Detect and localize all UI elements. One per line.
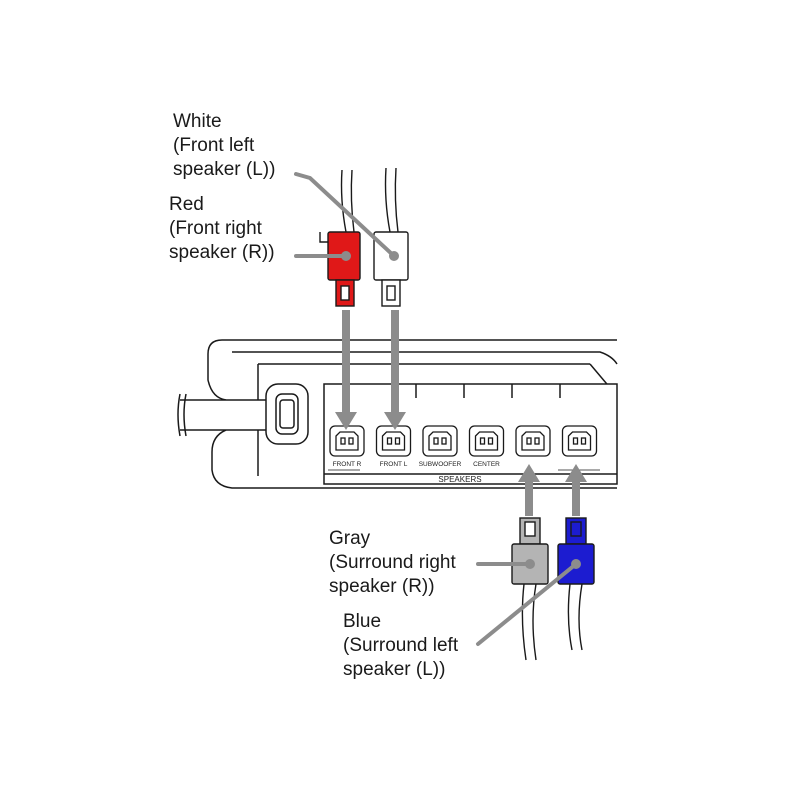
speaker-port[interactable]: [468, 425, 505, 457]
insertion-arrows: [335, 310, 587, 516]
callout-line: White: [173, 111, 222, 132]
callout-line: (Surround right: [329, 552, 456, 573]
callout-line: Red: [169, 194, 204, 215]
front-cables: [340, 167, 399, 233]
speaker-ports: FRONT R FRONT L SUBWOOFER CENTER: [329, 425, 598, 468]
callout-line: Gray: [329, 528, 371, 549]
leader-lines: [294, 172, 578, 646]
surround-cables: [521, 583, 583, 661]
port-label: FRONT R: [333, 461, 362, 468]
callout-line: Blue: [343, 611, 382, 632]
gray-plug-callout: Gray (Surround right speaker (R)): [329, 527, 456, 599]
speaker-port[interactable]: [422, 425, 458, 457]
speaker-port[interactable]: [375, 425, 412, 457]
white-plug-callout: White (Front left speaker (L)): [173, 110, 275, 182]
callout-line: speaker (R)): [169, 242, 275, 263]
blue-cable: [567, 583, 573, 651]
red-plug-front-right[interactable]: [319, 231, 361, 307]
port-label: CENTER: [473, 461, 500, 468]
callout-line: speaker (R)): [329, 576, 435, 597]
gray-plug-surround-right[interactable]: [511, 517, 549, 585]
blue-leader: [476, 562, 578, 646]
white-leader: [294, 172, 396, 258]
arrow-red-to-front-r: [335, 310, 357, 430]
callout-line: (Front right: [169, 218, 262, 239]
gray-cable: [521, 583, 527, 661]
callout-line: (Front left: [173, 135, 255, 156]
blue-plug-callout: Blue (Surround left speaker (L)): [343, 610, 458, 682]
port-label: FRONT L: [380, 461, 408, 468]
speaker-port[interactable]: [329, 425, 365, 457]
arrow-white-to-front-l: [384, 310, 406, 430]
receiver-unit: [207, 339, 618, 489]
callout-line: speaker (L)): [173, 159, 276, 180]
arrow-gray-to-port: [518, 464, 540, 516]
arrow-blue-to-port: [565, 464, 587, 516]
speakers-group-label: SPEAKERS: [438, 475, 481, 484]
speaker-port[interactable]: [515, 425, 551, 457]
red-plug-callout: Red (Front right speaker (R)): [169, 193, 275, 265]
callout-line: speaker (L)): [343, 659, 446, 680]
port-label: SUBWOOFER: [419, 461, 462, 468]
power-cord: [177, 383, 309, 445]
white-cable: [384, 167, 391, 233]
callout-line: (Surround left: [343, 635, 459, 656]
speaker-port[interactable]: [561, 425, 598, 457]
red-cable: [340, 169, 347, 233]
